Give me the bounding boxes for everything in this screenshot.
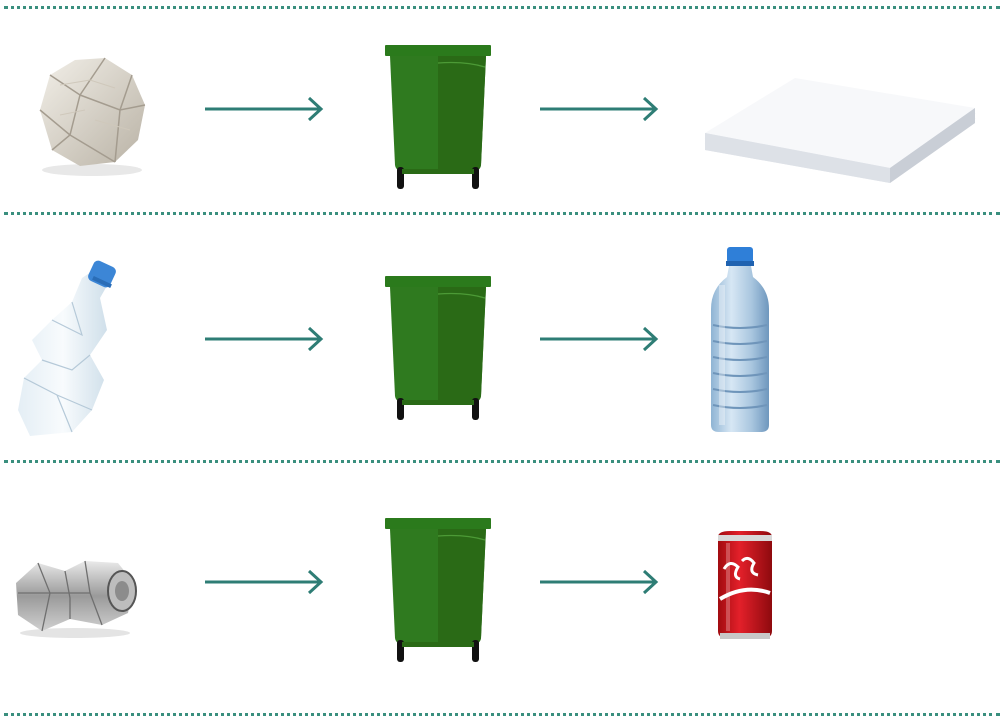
arrow-to-product [540,324,660,354]
recycling-row-paper [0,0,1003,210]
crushed-plastic-bottle-icon [12,260,137,440]
arrow-to-product [540,94,660,124]
arrow-to-bin [205,94,325,124]
arrow-to-bin [205,324,325,354]
recycling-row-metal [0,463,1003,713]
green-recycling-bin-icon [385,276,495,421]
green-recycling-bin-icon [385,518,495,663]
green-recycling-bin-icon [385,45,495,190]
crushed-can-icon [10,553,140,643]
soda-can-icon [710,529,780,644]
crumpled-paper-icon [20,40,160,180]
recycling-row-plastic [0,215,1003,460]
divider-bottom [4,713,1000,716]
arrow-to-product [540,567,660,597]
arrow-to-bin [205,567,325,597]
water-bottle-icon [705,245,775,435]
paper-stack-icon [690,38,985,188]
